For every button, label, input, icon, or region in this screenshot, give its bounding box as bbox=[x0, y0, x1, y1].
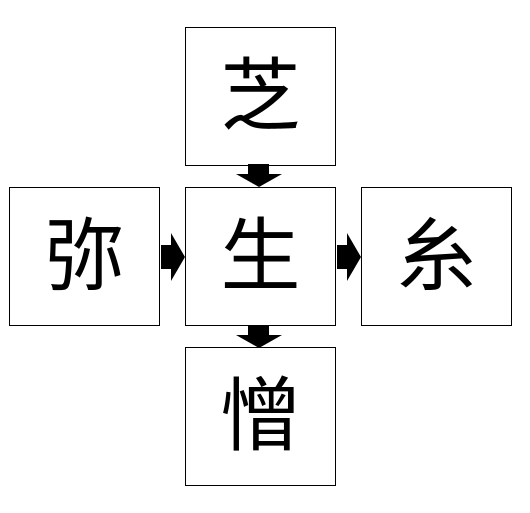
kanji-bottom: 憎 bbox=[220, 369, 301, 463]
box-bottom: 憎 bbox=[185, 347, 336, 486]
arrow-center-to-bottom bbox=[236, 326, 282, 348]
box-right: 糸 bbox=[361, 187, 512, 326]
box-left: 弥 bbox=[9, 187, 160, 326]
box-center: 生 bbox=[185, 187, 336, 326]
kanji-left: 弥 bbox=[44, 209, 125, 303]
kanji-center: 生 bbox=[220, 209, 301, 303]
kanji-right: 糸 bbox=[396, 209, 477, 303]
arrow-top-to-center bbox=[236, 164, 282, 187]
box-top: 芝 bbox=[185, 27, 336, 166]
arrow-center-to-right bbox=[337, 233, 361, 281]
arrow-left-to-center bbox=[161, 233, 185, 281]
kanji-top: 芝 bbox=[220, 49, 301, 143]
